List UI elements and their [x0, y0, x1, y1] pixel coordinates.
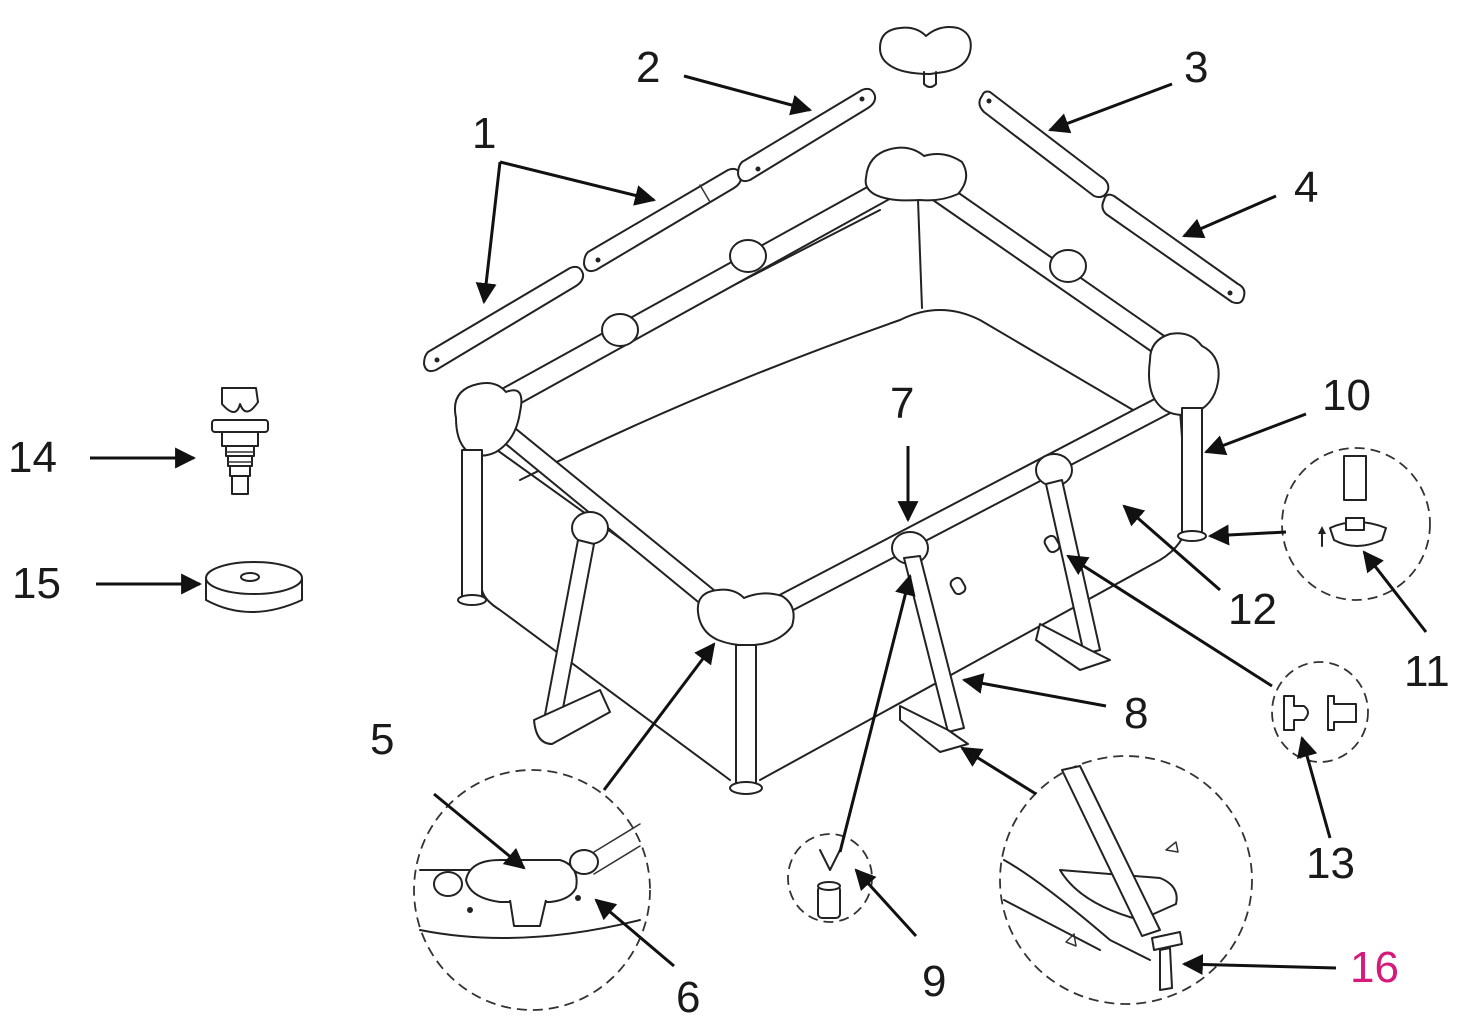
label-part-7: 7 — [890, 379, 914, 428]
filter-cartridge-part-15 — [205, 561, 303, 613]
label-part-9: 9 — [922, 957, 946, 1006]
detail-circle-base — [1281, 447, 1431, 601]
angled-supports — [533, 479, 1111, 753]
label-part-11: 11 — [1404, 647, 1450, 696]
detail-circle-corner — [413, 769, 651, 1011]
label-part-1: 1 — [472, 109, 496, 158]
detail-circle-foot — [999, 755, 1253, 1005]
label-part-10: 10 — [1322, 371, 1371, 420]
label-part-3: 3 — [1184, 43, 1208, 92]
rail-piece-2 — [737, 87, 877, 183]
connector-valve-part-14 — [211, 387, 269, 495]
corner-joints — [454, 146, 1220, 647]
leader-arrows — [90, 74, 1428, 975]
label-part-14: 14 — [8, 433, 57, 482]
label-part-2: 2 — [636, 43, 660, 92]
label-part-6: 6 — [676, 973, 700, 1022]
t-connectors — [571, 239, 1087, 565]
detail-circle-plug — [1271, 661, 1369, 763]
label-part-5: 5 — [370, 715, 394, 764]
part-number-labels: 1 2 3 4 5 6 7 8 9 10 11 12 13 14 15 16 — [8, 43, 1450, 1022]
detail-circle-clip — [787, 833, 873, 923]
label-part-16: 16 — [1350, 943, 1399, 992]
corner-cap-exploded — [879, 26, 972, 88]
label-part-8: 8 — [1124, 689, 1148, 738]
label-part-4: 4 — [1294, 163, 1318, 212]
vertical-legs — [457, 407, 1207, 795]
rail-pieces-3-4 — [978, 90, 1246, 305]
label-part-13: 13 — [1306, 839, 1355, 888]
label-part-12: 12 — [1228, 585, 1277, 634]
rail-pieces-1 — [423, 167, 743, 373]
drain-plugs — [949, 534, 1061, 596]
label-part-15: 15 — [12, 559, 61, 608]
